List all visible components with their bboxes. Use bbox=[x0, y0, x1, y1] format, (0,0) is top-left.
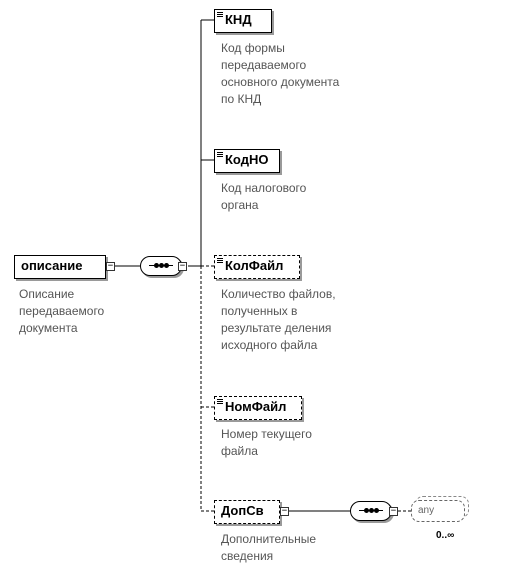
any-cardinality: 0..∞ bbox=[436, 530, 455, 541]
element-kodno-label: КодНО bbox=[225, 152, 269, 167]
sequence-collapse-toggle[interactable]: − bbox=[178, 261, 187, 271]
root-collapse-toggle[interactable]: − bbox=[106, 261, 115, 271]
any-wildcard-label: any bbox=[418, 505, 435, 516]
element-kolfail[interactable]: КолФайл bbox=[214, 255, 300, 279]
sequence-compositor-icon bbox=[140, 256, 182, 276]
any-wildcard[interactable]: any bbox=[411, 500, 465, 522]
element-kolfail-label: КолФайл bbox=[225, 258, 284, 273]
root-element-opisanie[interactable]: описание bbox=[14, 255, 106, 279]
element-kodno[interactable]: КодНО bbox=[214, 149, 280, 173]
element-dopsv-label: ДопСв bbox=[221, 503, 264, 518]
dopsv-sequence-compositor-icon bbox=[350, 501, 392, 521]
element-nomfail[interactable]: НомФайл bbox=[214, 396, 302, 420]
element-knd-label: КНД bbox=[225, 12, 252, 27]
element-content-marker-icon bbox=[217, 258, 223, 264]
element-content-marker-icon bbox=[217, 152, 223, 158]
root-element-label: описание bbox=[21, 258, 83, 273]
element-kodno-description: Код налогового органа bbox=[221, 181, 307, 212]
element-knd[interactable]: КНД bbox=[214, 9, 272, 33]
element-nomfail-description: Номер текущего файла bbox=[221, 427, 312, 458]
element-content-marker-icon bbox=[217, 399, 223, 405]
element-dopsv-description: Дополнительные сведения bbox=[221, 532, 316, 563]
element-content-marker-icon bbox=[217, 12, 223, 18]
element-nomfail-label: НомФайл bbox=[225, 399, 287, 414]
element-dopsv[interactable]: ДопСв bbox=[214, 500, 280, 524]
element-kolfail-description: Количество файлов, полученных в результа… bbox=[221, 287, 336, 352]
root-element-description: Описание передаваемого документа bbox=[19, 287, 105, 335]
dopsv-sequence-collapse-toggle[interactable]: − bbox=[389, 506, 398, 516]
element-knd-description: Код формы передаваемого основного докуме… bbox=[221, 41, 340, 106]
dopsv-collapse-toggle[interactable]: − bbox=[280, 506, 289, 516]
